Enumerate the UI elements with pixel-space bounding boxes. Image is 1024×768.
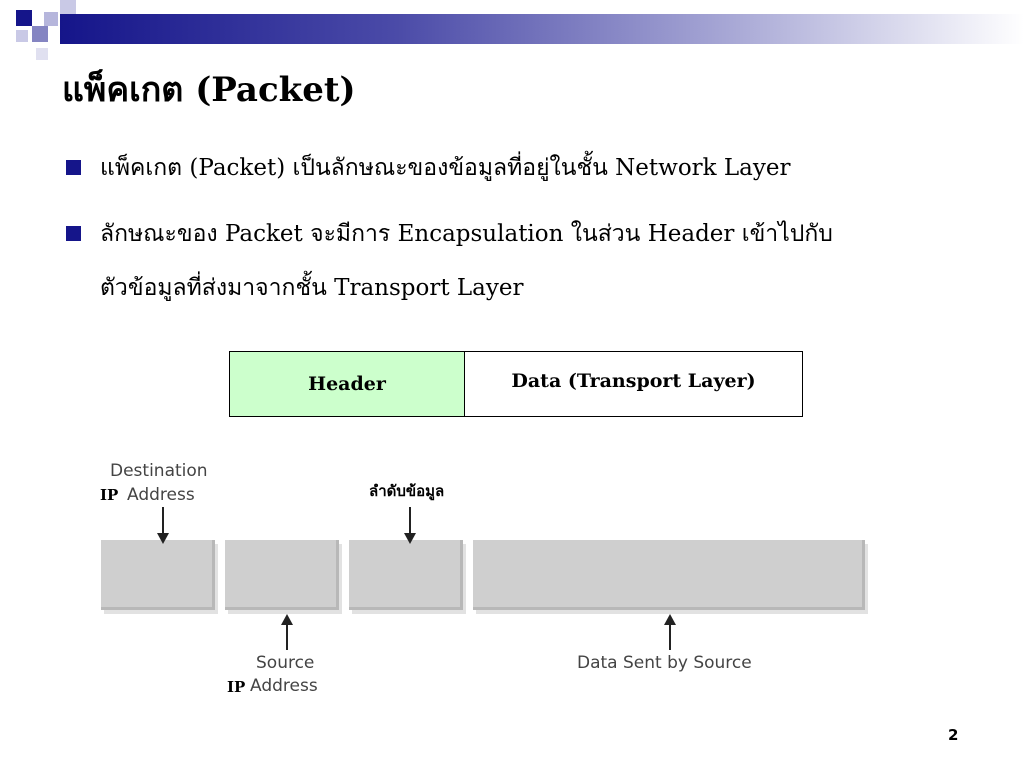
bullet-text: แพ็คเกต (Packet) เป็นลักษณะของข้อมูลที่อ…	[100, 155, 791, 181]
decor-square	[44, 12, 58, 26]
destination-address-segment	[101, 540, 215, 610]
slide-title: แพ็คเกต (Packet)	[62, 70, 356, 110]
decor-square	[60, 0, 76, 14]
decor-square	[16, 30, 28, 42]
sequence-segment	[349, 540, 463, 610]
destination-label: Destination	[110, 461, 208, 481]
arrow-up-icon	[664, 614, 676, 650]
page-number: 2	[948, 726, 959, 744]
bullet-text-continuation: ตัวข้อมูลที่ส่งมาจากชั้น Transport Layer	[100, 275, 524, 301]
arrow-down-icon	[157, 507, 169, 544]
square-bullet-icon	[66, 226, 81, 241]
square-bullet-icon	[66, 160, 81, 175]
source-address-label: Address	[250, 676, 318, 696]
packet-data-cell: Data (Transport Layer)	[511, 370, 756, 392]
sequence-label: ลำดับข้อมูล	[369, 482, 445, 500]
data-sent-label: Data Sent by Source	[577, 653, 752, 673]
data-segment	[473, 540, 865, 610]
arrow-down-icon	[404, 507, 416, 544]
decor-square	[32, 26, 48, 42]
arrow-up-icon	[281, 614, 293, 650]
source-label: Source	[256, 653, 315, 673]
packet-header-cell: Header	[230, 352, 465, 416]
bullet-text: ลักษณะของ Packet จะมีการ Encapsulation ใ…	[100, 221, 833, 247]
destination-ip-prefix: IP	[100, 486, 119, 504]
title-gradient-bar	[60, 14, 1024, 44]
decor-square	[16, 10, 32, 26]
decor-square	[36, 48, 48, 60]
source-address-segment	[225, 540, 339, 610]
destination-address-label: Address	[127, 485, 195, 505]
packet-structure-box: Header Data (Transport Layer)	[229, 351, 803, 417]
source-ip-prefix: IP	[227, 678, 246, 696]
